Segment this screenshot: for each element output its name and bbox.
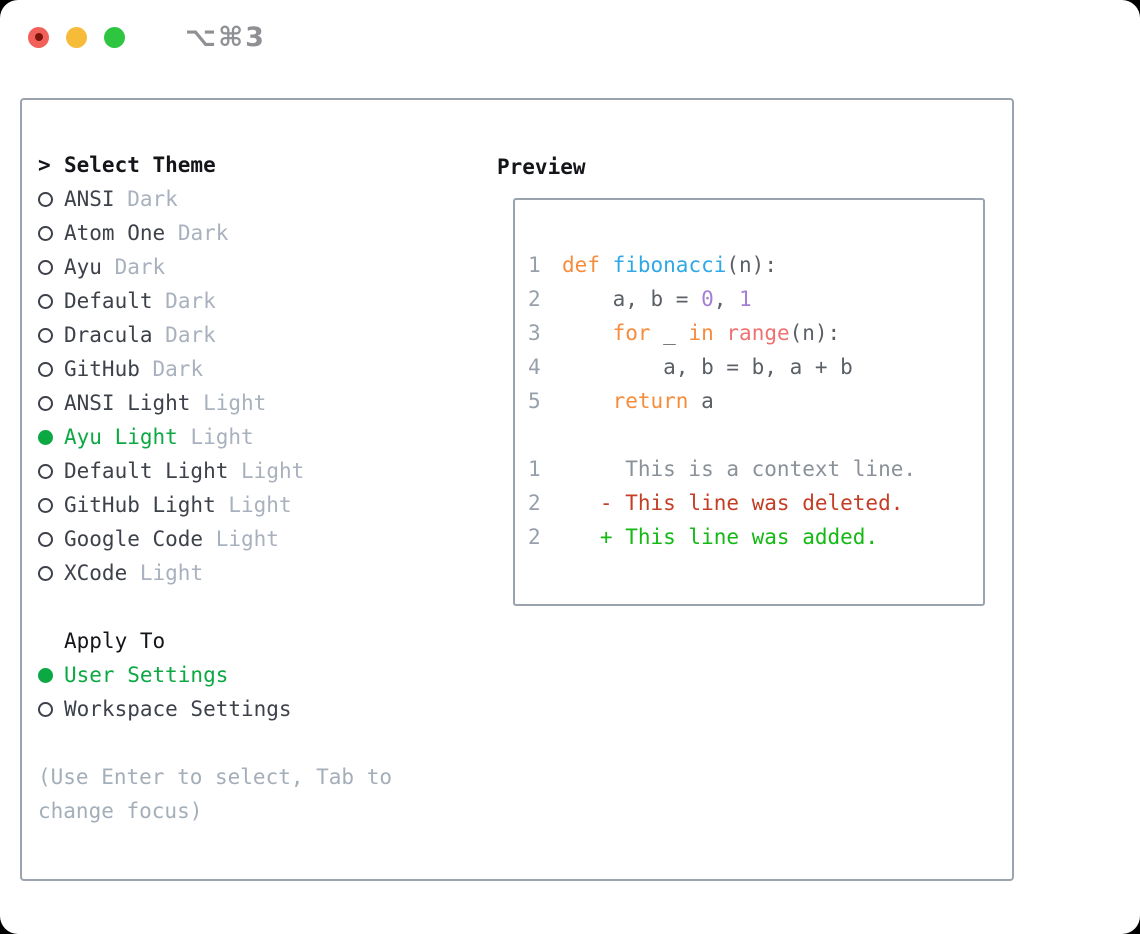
blank-line: [528, 418, 983, 452]
theme-item-ansi[interactable]: ANSI Dark: [38, 182, 468, 216]
radio-icon: [38, 395, 53, 411]
line-number: 3: [528, 321, 541, 345]
theme-name: Ayu: [64, 255, 102, 279]
radio-icon: [38, 361, 53, 377]
diff-line-deleted: 2 - This line was deleted.: [528, 486, 983, 520]
theme-name: Default Light: [64, 459, 229, 483]
radio-icon: [38, 531, 53, 547]
select-theme-header: > Select Theme: [38, 148, 468, 182]
code-line: 5 return a: [528, 384, 983, 418]
preview-header: Preview: [497, 155, 586, 179]
theme-item-github-light[interactable]: GitHub Light Light: [38, 488, 468, 522]
apply-option-user-settings[interactable]: User Settings: [38, 658, 468, 692]
radio-icon: [38, 259, 53, 275]
theme-item-default[interactable]: Default Dark: [38, 284, 468, 318]
theme-item-xcode[interactable]: XCode Light: [38, 556, 468, 590]
line-number: 2: [528, 525, 541, 549]
diff-text: - This line was deleted.: [562, 491, 904, 515]
diff-text: This is a context line.: [562, 457, 917, 481]
radio-selected-icon: [38, 667, 53, 683]
unsaved-dot-icon: [34, 33, 43, 41]
diff-line-added: 2 + This line was added.: [528, 520, 983, 554]
code-line: 2 a, b = 0, 1: [528, 282, 983, 316]
theme-variant-label: Light: [190, 425, 254, 449]
theme-variant-label: Dark: [127, 187, 178, 211]
theme-name: Google Code: [64, 527, 204, 551]
radio-icon: [38, 327, 53, 343]
theme-name: Ayu Light: [64, 425, 178, 449]
radio-icon: [38, 565, 53, 581]
theme-variant-label: Dark: [114, 255, 166, 279]
theme-name: GitHub: [64, 357, 140, 381]
theme-name: Default: [64, 289, 153, 313]
theme-name: XCode: [64, 561, 128, 585]
theme-item-default-light[interactable]: Default Light Light: [38, 454, 468, 488]
radio-selected-icon: [38, 429, 53, 445]
theme-variant-label: Light: [215, 527, 279, 551]
theme-item-ayu[interactable]: Ayu Dark: [38, 250, 468, 284]
theme-item-google-code[interactable]: Google Code Light: [38, 522, 468, 556]
diff-text: + This line was added.: [562, 525, 879, 549]
line-number: 5: [528, 389, 541, 413]
theme-item-dracula[interactable]: Dracula Dark: [38, 318, 468, 352]
radio-icon: [38, 191, 53, 207]
line-number: 2: [528, 491, 541, 515]
apply-to-header: Apply To: [38, 624, 468, 658]
theme-variant-label: Light: [228, 493, 292, 517]
radio-icon: [38, 293, 53, 309]
radio-icon: [38, 497, 53, 513]
theme-variant-label: Light: [203, 391, 267, 415]
window-titlebar: ⌥⌘3: [0, 0, 1140, 74]
spacer: [38, 590, 468, 624]
line-number: 4: [528, 355, 541, 379]
focus-caret-icon: >: [38, 153, 51, 177]
line-number: 1: [528, 457, 541, 481]
theme-variant-label: Light: [241, 459, 305, 483]
theme-variant-label: Dark: [177, 221, 229, 245]
line-number: 2: [528, 287, 541, 311]
zoom-button[interactable]: [104, 26, 125, 48]
radio-icon: [38, 701, 53, 717]
theme-variant-label: Dark: [165, 323, 216, 347]
theme-name: Dracula: [64, 323, 153, 347]
theme-item-github[interactable]: GitHub Dark: [38, 352, 468, 386]
minimize-button[interactable]: [66, 26, 87, 48]
theme-item-atom-one[interactable]: Atom One Dark: [38, 216, 468, 250]
close-button[interactable]: [28, 26, 49, 48]
diff-line-context: 1 This is a context line.: [528, 452, 983, 486]
theme-variant-label: Dark: [152, 357, 204, 381]
theme-item-ansi-light[interactable]: ANSI Light Light: [38, 386, 468, 420]
radio-icon: [38, 463, 53, 479]
theme-item-ayu-light[interactable]: Ayu Light Light: [38, 420, 468, 454]
theme-name: ANSI Light: [64, 391, 191, 415]
apply-option-label: User Settings: [64, 663, 229, 687]
select-theme-title: Select Theme: [64, 153, 216, 177]
help-text: (Use Enter to select, Tab to change focu…: [38, 765, 393, 823]
theme-variant-label: Light: [139, 561, 204, 585]
theme-name: GitHub Light: [64, 493, 216, 517]
diff-preview: 1 This is a context line.2 - This line w…: [528, 452, 983, 554]
theme-name: ANSI: [64, 187, 115, 211]
code-line: 4 a, b = b, a + b: [528, 350, 983, 384]
theme-name: Atom One: [64, 221, 166, 245]
apply-option-label: Workspace Settings: [64, 697, 292, 721]
theme-variant-label: Dark: [165, 289, 216, 313]
radio-icon: [38, 225, 53, 241]
line-number: 1: [528, 253, 541, 277]
code-line: 3 for _ in range(n):: [528, 316, 983, 350]
window-title-shortcut: ⌥⌘3: [185, 21, 266, 53]
apply-option-workspace-settings[interactable]: Workspace Settings: [38, 692, 468, 726]
apply-to-title: Apply To: [64, 629, 166, 653]
